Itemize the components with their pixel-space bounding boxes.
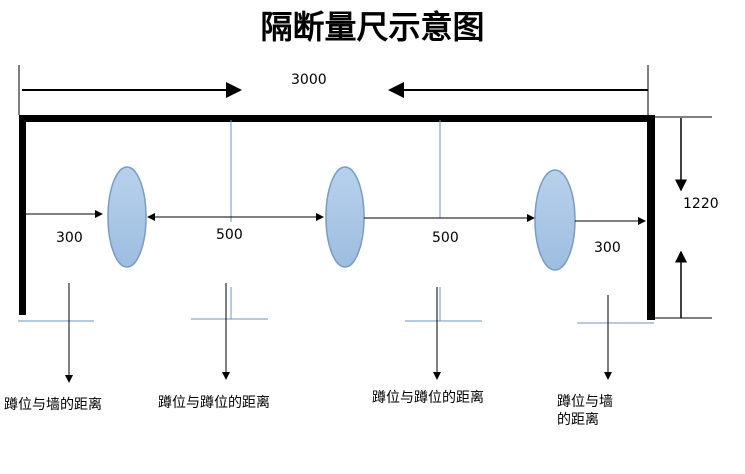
label-stall-distance-2: 蹲位与蹲位的距离 bbox=[372, 390, 484, 406]
dim-between-2: 500 bbox=[432, 230, 459, 246]
right-wall bbox=[647, 115, 655, 320]
label-wall-distance-right: 蹲位与墙 的距离 bbox=[557, 394, 613, 428]
toilet-2 bbox=[325, 166, 365, 268]
left-wall bbox=[19, 115, 26, 315]
diagram-title: 隔断量尺示意图 bbox=[260, 8, 485, 46]
dim-between-1: 500 bbox=[216, 227, 243, 243]
toilet-1 bbox=[107, 166, 147, 268]
dim-total-width: 3000 bbox=[291, 72, 327, 88]
dim-depth: 1220 bbox=[683, 196, 719, 212]
dim-wall-left: 300 bbox=[56, 230, 83, 246]
dim-wall-right: 300 bbox=[594, 240, 621, 256]
toilet-3 bbox=[534, 169, 576, 271]
back-wall bbox=[19, 115, 652, 122]
label-stall-distance-1: 蹲位与蹲位的距离 bbox=[158, 395, 270, 411]
label-wall-distance-left: 蹲位与墙的距离 bbox=[4, 397, 102, 413]
